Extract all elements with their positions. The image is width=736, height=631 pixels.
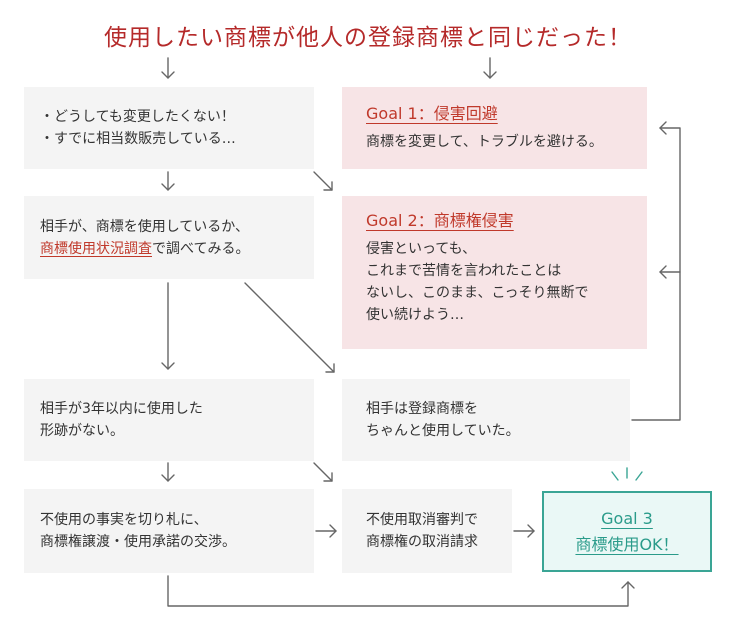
wish-line-2: ・すでに相当数販売している… bbox=[40, 131, 236, 147]
investigate-box: 相手が、商標を使用しているか、 商標使用状況調査で調べてみる。 bbox=[24, 196, 314, 279]
negotiate-box: 不使用の事実を切り札に、 商標権譲渡・使用承諾の交渉。 bbox=[24, 489, 314, 573]
arrow-box4-goal3-head bbox=[621, 581, 635, 589]
page-title: 使用したい商標が他人の登録商標と同じだった！ bbox=[104, 25, 632, 51]
arrow-box2-used bbox=[244, 282, 335, 373]
investigate-line-1: 相手が、商標を使用しているか、 bbox=[40, 218, 250, 235]
arrow-title-right-head bbox=[483, 71, 497, 79]
trial-line-1: 不使用取消審判で bbox=[366, 512, 478, 528]
goal2-line-2: これまで苦情を言われたことは bbox=[366, 263, 562, 279]
goal3-line-1: Goal 3 bbox=[601, 508, 653, 528]
arrow-box1-goal2 bbox=[313, 171, 333, 191]
trial-box: 不使用取消審判で 商標権の取消請求 bbox=[342, 489, 512, 573]
sparkle-icon bbox=[611, 467, 643, 481]
negotiate-line-1: 不使用の事実を切り札に、 bbox=[40, 512, 208, 528]
wish-box: ・どうしても変更したくない！ ・すでに相当数販売している… bbox=[24, 87, 314, 169]
arrow-used-goal1-head bbox=[659, 121, 667, 135]
arrow-box1-goal2-head bbox=[323, 181, 333, 191]
arrow-box3-box4-head bbox=[161, 474, 175, 482]
arrow-box1-box2-head bbox=[161, 183, 175, 191]
goal3-line-2: 商標使用OK！ bbox=[575, 534, 679, 554]
investigate-line-2: 商標使用状況調査で調べてみる。 bbox=[40, 238, 298, 260]
investigate-suffix: で調べてみる。 bbox=[152, 240, 250, 257]
goal1-heading[interactable]: Goal 1：侵害回避 bbox=[366, 104, 498, 123]
negotiate-line-2: 商標権譲渡・使用承諾の交渉。 bbox=[40, 534, 236, 550]
arrow-used-loop bbox=[631, 127, 681, 421]
arrow-trial-goal3-head bbox=[527, 524, 535, 538]
used-line-1: 相手は登録商標を bbox=[366, 401, 478, 417]
no-use-box: 相手が3年以内に使用した 形跡がない。 bbox=[24, 379, 314, 461]
wish-line-1: ・どうしても変更したくない！ bbox=[40, 109, 235, 125]
used-box: 相手は登録商標を ちゃんと使用していた。 bbox=[342, 379, 630, 461]
goal2-heading[interactable]: Goal 2：商標権侵害 bbox=[366, 211, 514, 230]
no-use-line-2: 形跡がない。 bbox=[40, 423, 124, 439]
arrow-box4-trial-head bbox=[329, 524, 337, 538]
arrow-box3-trial-head bbox=[323, 472, 333, 482]
arrow-title-left-head bbox=[161, 71, 175, 79]
no-use-line-1: 相手が3年以内に使用した bbox=[40, 401, 203, 417]
goal2-line-1: 侵害といっても、 bbox=[366, 241, 477, 257]
arrow-box2-used-head bbox=[325, 363, 335, 373]
used-line-2: ちゃんと使用していた。 bbox=[366, 423, 520, 439]
arrow-box4-goal3-loop bbox=[167, 575, 629, 607]
goal2-line-3: ないし、このまま、こっそり無断で bbox=[366, 285, 589, 301]
goal1-text: 商標を変更して、トラブルを避ける。 bbox=[366, 134, 603, 150]
goal1-box: Goal 1：侵害回避 商標を変更して、トラブルを避ける。 bbox=[342, 87, 647, 169]
goal2-box: Goal 2：商標権侵害 侵害といっても、 これまで苦情を言われたことは ないし… bbox=[342, 196, 647, 349]
goal2-line-4: 使い続けよう… bbox=[366, 307, 464, 323]
arrow-box3-trial bbox=[313, 462, 333, 482]
arrow-box2-box3-head bbox=[161, 362, 175, 370]
usage-survey-link[interactable]: 商標使用状況調査 bbox=[40, 240, 152, 257]
trial-line-2: 商標権の取消請求 bbox=[366, 534, 478, 550]
goal3-box[interactable]: Goal 3 商標使用OK！ bbox=[542, 491, 712, 572]
arrow-used-goal2-head bbox=[659, 265, 667, 279]
